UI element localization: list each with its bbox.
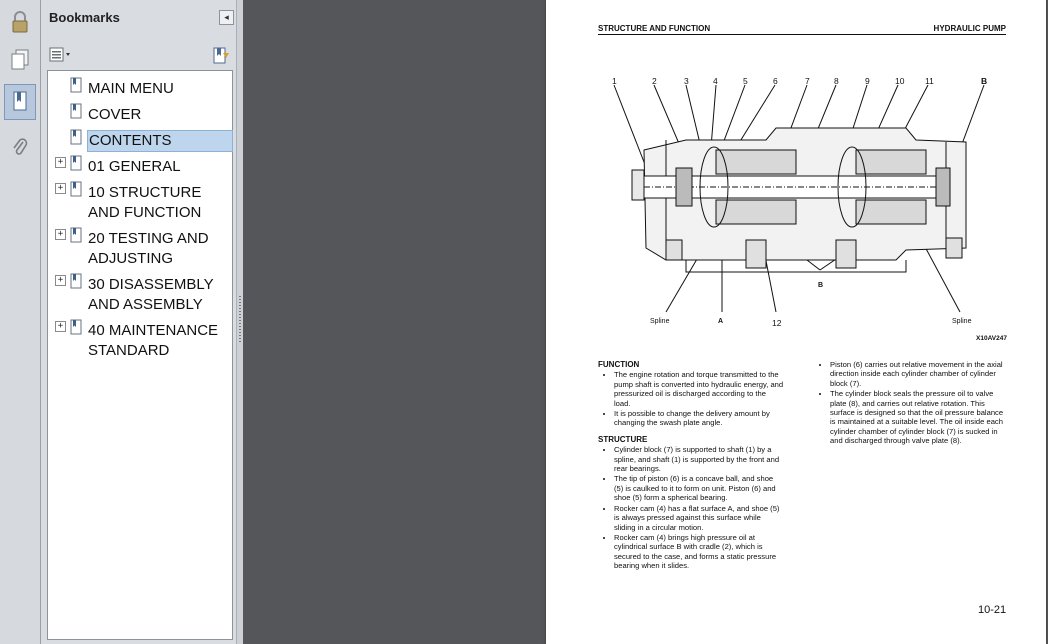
figure-label: Spline (952, 318, 972, 325)
figure-label: Spline (650, 318, 670, 325)
expand-button[interactable]: + (55, 157, 66, 168)
hydraulic-pump-diagram (613, 84, 985, 313)
new-bookmark-button[interactable] (211, 45, 231, 65)
lock-icon[interactable] (6, 8, 34, 36)
bookmarks-panel: Bookmarks ◂ MAIN MENU COVER CONTENTS + 0… (41, 0, 236, 644)
expand-button[interactable]: + (55, 321, 66, 332)
part-number-label: 1 (612, 76, 617, 86)
bookmark-label: 40 MAINTENANCE STANDARD (88, 322, 219, 359)
expand-button[interactable]: + (55, 229, 66, 240)
page-header-left: STRUCTURE AND FUNCTION (598, 24, 711, 33)
figure-label: 12 (772, 318, 782, 328)
expand-button[interactable]: + (55, 275, 66, 286)
function-heading: FUNCTION (598, 360, 640, 369)
structure-bullet: Cylinder block (7) is supported to shaft… (614, 445, 784, 473)
bookmark-label: MAIN MENU (88, 80, 174, 97)
bookmark-contents[interactable]: CONTENTS (48, 127, 233, 153)
bookmarks-toolbar (47, 44, 233, 68)
figure-label: B (818, 282, 824, 289)
navigation-icon-bar (0, 0, 41, 644)
function-bullet: The engine rotation and torque transmitt… (614, 370, 784, 408)
collapse-panel-button[interactable]: ◂ (219, 10, 234, 25)
figure-code: X10AV247 (976, 335, 1007, 342)
bookmark-label: CONTENTS (87, 130, 233, 152)
bookmark-label: COVER (88, 106, 142, 123)
new-bookmark-icon (213, 47, 229, 64)
bookmark-icon (70, 319, 82, 335)
pages-icon[interactable] (6, 46, 34, 74)
bookmark-icon (70, 129, 82, 145)
structure-bullet: The tip of piston (6) is a concave ball,… (614, 474, 784, 502)
document-page: STRUCTURE AND FUNCTION HYDRAULIC PUMP 1 … (546, 0, 1046, 644)
bookmark-main-menu[interactable]: MAIN MENU (48, 75, 232, 101)
page-header-right: HYDRAULIC PUMP (933, 24, 1006, 33)
page-number: 10-21 (978, 604, 1007, 616)
bookmark-cover[interactable]: COVER (48, 101, 232, 127)
part-number-label: 2 (652, 76, 657, 86)
structure-bullet: Rocker cam (4) brings high pressure oil … (614, 533, 784, 571)
bookmark-icon (70, 273, 82, 289)
panel-title: Bookmarks (49, 10, 120, 25)
expand-button[interactable]: + (55, 183, 66, 194)
panel-splitter[interactable] (236, 0, 243, 644)
bookmarks-tree: MAIN MENU COVER CONTENTS + 01 GENERAL + … (47, 70, 233, 640)
bookmark-icon (70, 77, 82, 93)
bookmark-label: 20 TESTING AND ADJUSTING (88, 230, 209, 267)
bookmark-label: 01 GENERAL (88, 158, 181, 175)
bookmark-icon (70, 155, 82, 171)
header-rule (598, 34, 1006, 35)
structure-heading: STRUCTURE (598, 434, 648, 444)
right-text-column: Piston (6) carries out relative movement… (814, 360, 1004, 447)
right-bullet: The cylinder block seals the pressure oi… (830, 389, 1004, 445)
options-button[interactable] (49, 46, 75, 64)
attachment-icon[interactable] (6, 134, 34, 162)
bookmark-20-testing-and-adjusting[interactable]: + 20 TESTING AND ADJUSTING (48, 225, 232, 271)
options-icon (49, 47, 70, 62)
part-number-label: 3 (684, 76, 689, 86)
part-number-label: 7 (805, 76, 810, 86)
bookmark-10-structure-and-function[interactable]: + 10 STRUCTURE AND FUNCTION (48, 179, 232, 225)
bookmark-icon (70, 227, 82, 243)
bookmark-label: 30 DISASSEMBLY AND ASSEMBLY (88, 276, 214, 313)
bookmark-40-maintenance-standard[interactable]: + 40 MAINTENANCE STANDARD (48, 317, 232, 363)
function-bullet: It is possible to change the delivery am… (614, 409, 784, 428)
right-list: Piston (6) carries out relative movement… (814, 360, 1004, 446)
structure-list: Cylinder block (7) is supported to shaft… (598, 445, 784, 570)
function-list: The engine rotation and torque transmitt… (598, 370, 784, 427)
part-number-label: 5 (743, 76, 748, 86)
bookmark-icon (70, 181, 82, 197)
bookmark-icon (70, 103, 82, 119)
part-number-label: 6 (773, 76, 778, 86)
part-number-label: 8 (834, 76, 839, 86)
figure-label: A (718, 318, 724, 325)
part-number-label: 11 (925, 76, 934, 86)
part-number-label: B (981, 76, 988, 86)
part-number-label: 4 (713, 76, 718, 86)
splitter-grip[interactable] (239, 296, 241, 344)
bookmark-01-general[interactable]: + 01 GENERAL (48, 153, 232, 179)
bookmark-30-disassembly-and-assembly[interactable]: + 30 DISASSEMBLY AND ASSEMBLY (48, 271, 232, 317)
part-number-label: 9 (865, 76, 870, 86)
left-text-column: FUNCTION The engine rotation and torque … (598, 360, 784, 572)
bookmark-icon[interactable] (4, 84, 36, 120)
right-bullet: Piston (6) carries out relative movement… (830, 360, 1004, 388)
bookmark-label: 10 STRUCTURE AND FUNCTION (88, 184, 202, 221)
structure-bullet: Rocker cam (4) has a flat surface A, and… (614, 504, 784, 532)
part-number-label: 10 (895, 76, 905, 86)
